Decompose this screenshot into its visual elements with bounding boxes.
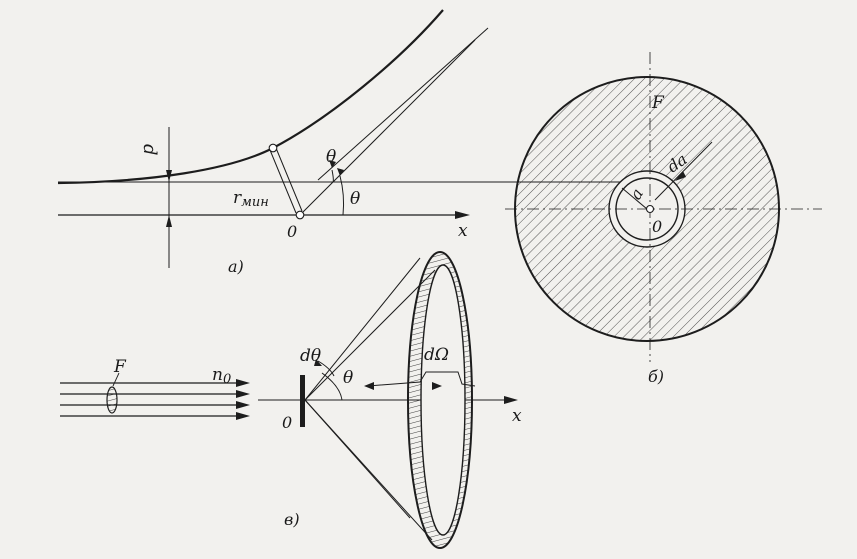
theta-arc-lower [339,175,345,216]
theta-arrow-upper [329,160,336,168]
beam-arrow-1 [236,379,250,387]
dtheta-arc [317,360,335,377]
label-x-a: x [458,221,468,241]
beam-arrow-2 [236,390,250,398]
label-n0: n0 [212,365,231,387]
F-leader [112,372,120,387]
closest-point-dot [268,143,278,153]
r-min-line-1 [269,149,297,214]
label-x-c: x [512,406,522,426]
label-F-b: F [651,93,665,113]
label-theta-lower: θ [350,189,360,209]
origin-dot-b [645,204,655,214]
label-origin-a: 0 [287,222,297,241]
beam-arrow-3 [236,401,250,409]
dtheta-arrow [314,359,322,366]
cone-line-inner-bottom [304,399,433,541]
label-d: d [139,144,160,156]
label-theta-upper: θ [326,147,336,167]
label-dtheta: dθ [300,346,321,366]
label-origin-b: 0 [652,217,662,236]
theta-arc-c [321,372,343,401]
dOmega-arrow-left [364,382,374,390]
trajectory-curve [57,9,444,185]
d-arrow-bottom [166,215,172,227]
da-leader [654,141,713,201]
caption-b: б) [648,367,664,386]
cone-line-inner-top [304,269,436,401]
beam-arrow-4 [236,412,250,420]
beam-cross-section [106,386,118,414]
ring-hole [420,264,466,536]
figure-c: F n0 dθ θ dΩ 0 x в) [60,251,522,549]
dOmega-leader [367,371,476,387]
theta-arrow-lower [337,168,344,176]
da-arrow [675,171,686,181]
label-F-c: F [113,357,127,377]
caption-a: а) [228,257,244,276]
figure-b: F da a 0 б) [505,52,822,386]
label-r-min: rмин [233,188,269,210]
caption-c: в) [284,510,300,529]
dOmega-arrow-right [432,382,442,390]
x-axis-arrow-a [455,211,470,219]
r-min-line-2 [275,147,303,212]
d-arrow-top [166,170,172,182]
outgoing-asymptote-lower [299,39,476,216]
theta-arc-upper [331,169,334,183]
target-plate [300,375,305,427]
label-origin-c: 0 [282,413,292,432]
x-axis-arrow-c [504,396,518,404]
radius-a-line [621,187,648,210]
origin-dot-a [295,210,305,220]
label-theta-c: θ [343,368,353,388]
label-dOmega: dΩ [424,345,449,365]
figure-a: d θ θ rмин 0 x а) [57,9,640,276]
outgoing-asymptote-upper [317,27,489,181]
cone-line-outer-top [304,257,421,401]
